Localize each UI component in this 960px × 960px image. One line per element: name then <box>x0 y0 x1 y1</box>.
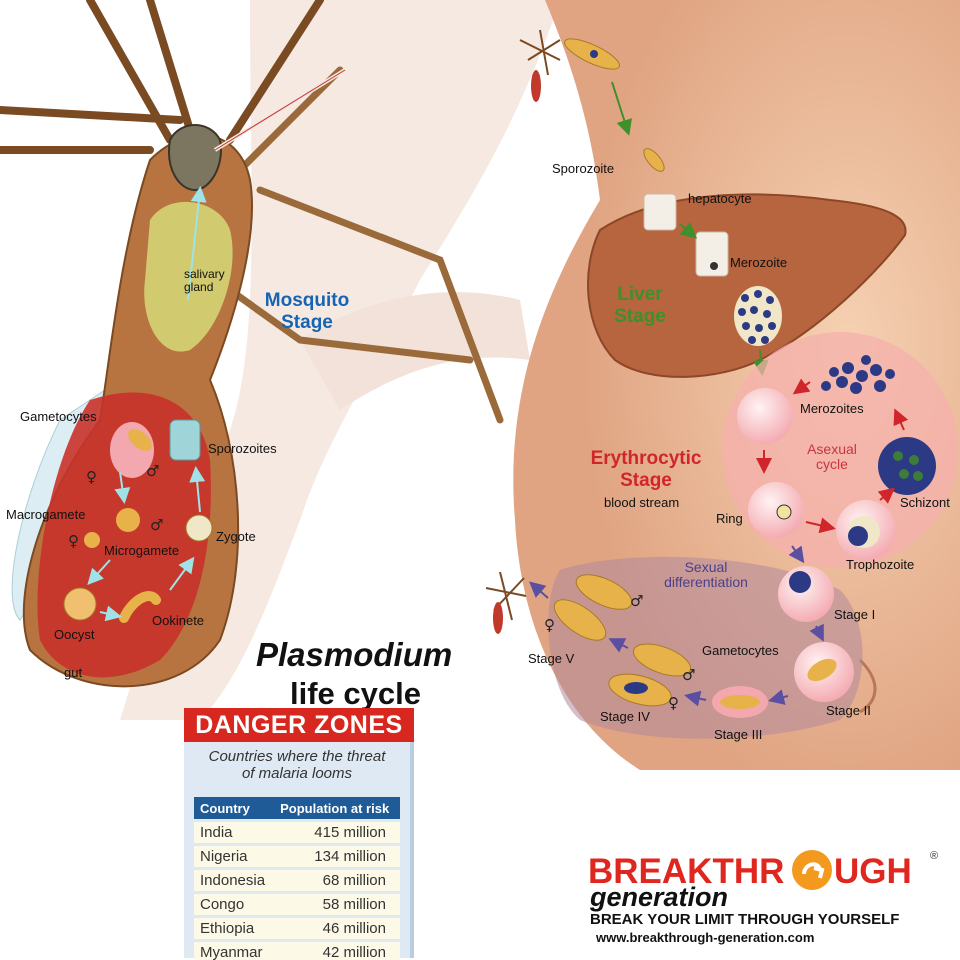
stage-1-label: Stage I <box>834 607 876 622</box>
population-cell: 58 million <box>274 894 400 915</box>
logo-brand-part2: UGH <box>834 852 912 891</box>
population-cell: 415 million <box>274 822 400 843</box>
erythrocytic-stage-title: Erythrocytic Stage <box>590 448 702 491</box>
liver-stage-title: Liver Stage <box>614 284 666 327</box>
gut-label: gut <box>64 665 83 680</box>
blood-stream-label: blood stream <box>604 495 680 510</box>
navel <box>858 658 877 714</box>
macrogamete-label: Macrogamete <box>6 507 86 522</box>
small-mosquito-icon <box>519 29 561 102</box>
stage-5-cell <box>553 599 607 641</box>
male-symbol: ♂ <box>682 666 696 684</box>
column-header-population: Population at risk <box>274 797 400 819</box>
infographic-subtitle: life cycle <box>290 676 421 711</box>
danger-zones-subtitle: Countries where the threat of malaria lo… <box>208 748 386 782</box>
ring-label: Ring <box>716 511 743 526</box>
schizont-label: Schizont <box>900 495 950 510</box>
gametocytes-blood-label: Gametocytes <box>702 643 779 658</box>
mosquito-cycle-arrows <box>87 186 207 622</box>
male-symbol: ♂ <box>630 592 644 610</box>
gametocytes-label: Gametocytes <box>20 409 97 424</box>
population-cell: 46 million <box>274 918 400 939</box>
male-symbol: ♂ <box>150 516 164 534</box>
mosquito-body <box>0 0 504 688</box>
country-cell: Nigeria <box>194 846 275 867</box>
salivary-gland-label: salivary gland <box>184 267 225 295</box>
infographic-title: Plasmodium <box>256 636 453 673</box>
hepatocyte-cell <box>643 193 677 231</box>
logo-brand-part1: BREAKTHR <box>588 852 785 891</box>
country-cell: Indonesia <box>194 870 275 891</box>
stage-4-label: Stage IV <box>600 709 650 724</box>
female-symbol: ♀ <box>68 532 79 550</box>
logo-url[interactable]: www.breakthrough-generation.com <box>596 930 815 945</box>
asexual-cycle-label: Asexual cycle <box>807 441 857 473</box>
oocyst-label: Oocyst <box>54 627 95 642</box>
danger-zones-panel: DANGER ZONES Countries where the threat … <box>184 708 414 960</box>
stage-3-label: Stage III <box>714 727 763 742</box>
country-cell: Congo <box>194 894 275 915</box>
merozoites-burst <box>821 355 895 394</box>
stage-5-label: Stage V <box>528 651 575 666</box>
merozoite-label: Merozoite <box>730 255 788 270</box>
schizont-cell <box>878 437 936 495</box>
danger-zones-header: DANGER ZONES <box>184 708 414 742</box>
merozoite-cluster <box>734 286 782 346</box>
registered-mark: ® <box>930 850 939 862</box>
liver <box>587 193 907 378</box>
female-symbol: ♀ <box>86 468 97 486</box>
rbc-merozoite <box>737 388 793 444</box>
merozoites-label: Merozoites <box>800 401 864 416</box>
rbc-ring <box>748 482 804 538</box>
logo-o-arrow-icon <box>792 850 832 890</box>
stage-2-label: Stage II <box>826 703 871 718</box>
country-cell: Myanmar <box>194 942 275 960</box>
ookinete-label: Ookinete <box>152 613 205 628</box>
zygote-label: Zygote <box>216 529 256 544</box>
logo-tagline: BREAK YOUR LIMIT THROUGH YOURSELF <box>590 911 900 928</box>
mosquito-stage-title: Mosquito Stage <box>264 290 350 333</box>
merozoite-cell <box>695 231 729 277</box>
microgamete-label: Microgamete <box>104 543 180 558</box>
male-symbol: ♂ <box>146 462 160 480</box>
sporozoites-label: Sporozoites <box>208 441 277 456</box>
mosquito-stage-cells <box>63 419 213 623</box>
table-header-row: Country Population at risk <box>194 797 400 819</box>
trophozoite-label: Trophozoite <box>846 557 915 572</box>
population-cell: 134 million <box>274 846 400 867</box>
country-cell: India <box>194 822 275 843</box>
hepatocyte-label: hepatocyte <box>688 191 752 206</box>
column-header-country: Country <box>194 797 275 819</box>
sexual-differentiation-label: Sexual differentiation <box>664 559 748 591</box>
salivary-gland <box>144 201 233 352</box>
country-cell: Ethiopia <box>194 918 275 939</box>
small-mosquito-icon <box>485 571 527 634</box>
population-cell: 68 million <box>274 870 400 891</box>
logo-generation: generation <box>590 882 729 912</box>
female-symbol: ♀ <box>668 694 679 712</box>
female-symbol: ♀ <box>544 616 555 634</box>
sporozoite-label: Sporozoite <box>552 161 615 176</box>
population-cell: 42 million <box>274 942 400 960</box>
